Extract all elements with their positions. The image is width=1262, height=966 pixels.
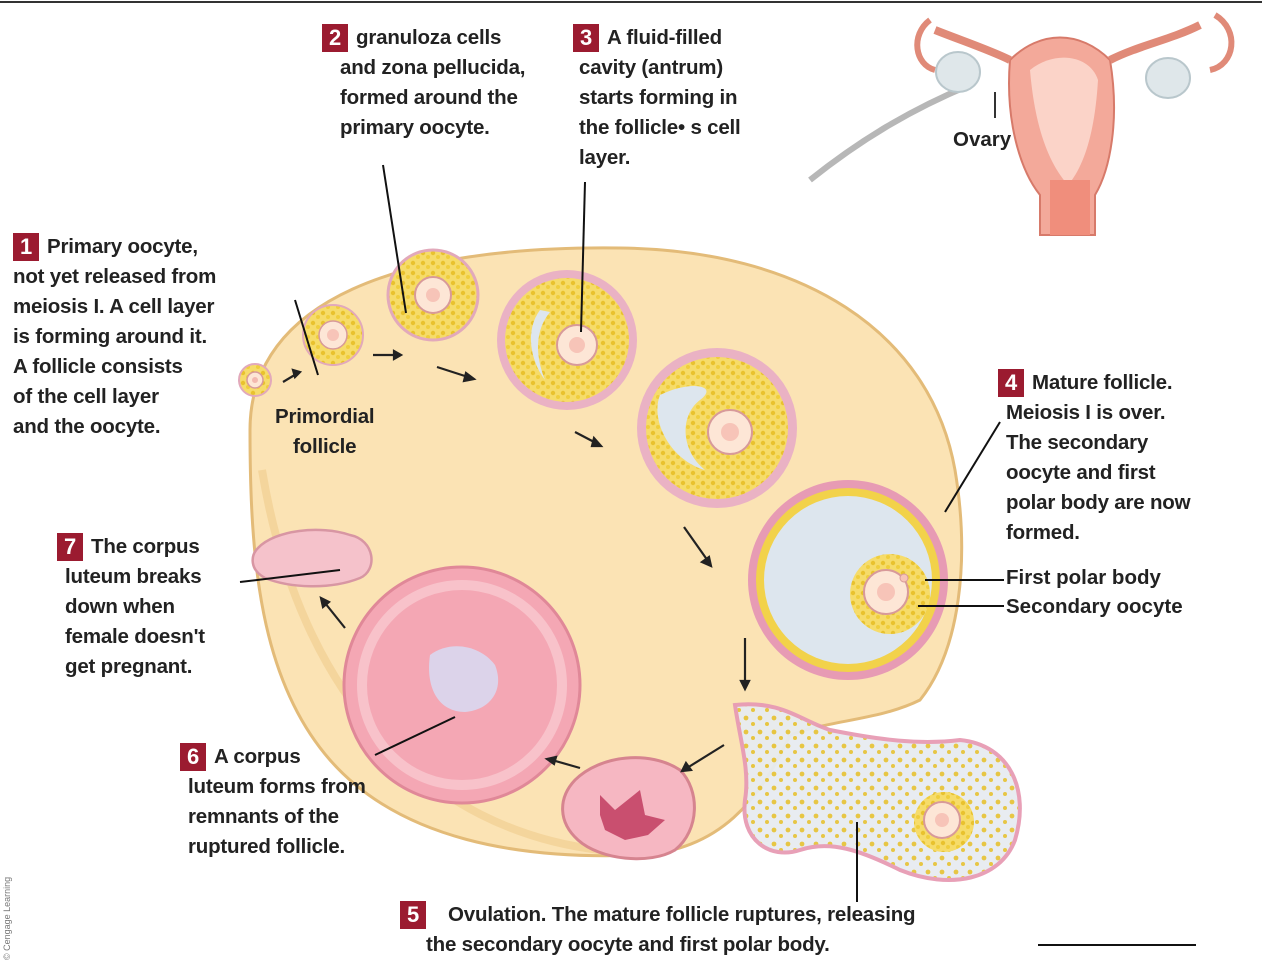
step-5-badge: 5 [400,901,426,929]
first-polar-body-label: First polar body [1006,563,1161,593]
corpus-luteum [344,567,580,803]
mature-follicle [748,480,948,680]
secondary-follicle [497,270,637,410]
uterus-illustration [810,15,1231,235]
step-6-badge: 6 [180,743,206,771]
primary-follicle [388,250,478,340]
step-7-badge: 7 [57,533,83,561]
step-4-badge: 4 [998,369,1024,397]
copyright-credit: © Cengage Learning [2,877,12,960]
ovary-label: Ovary [953,125,1011,155]
step-1-badge: 1 [13,233,39,261]
tertiary-follicle [637,348,797,508]
step-2-badge: 2 [322,24,348,52]
secondary-oocyte-label: Secondary oocyte [1006,592,1183,622]
ovulation-rupture [735,704,1020,880]
primordial-follicle-label: Primordial follicle [275,402,374,462]
step-3-badge: 3 [573,24,599,52]
primary-oocyte-follicle [239,364,271,396]
ruptured-follicle [563,758,695,859]
